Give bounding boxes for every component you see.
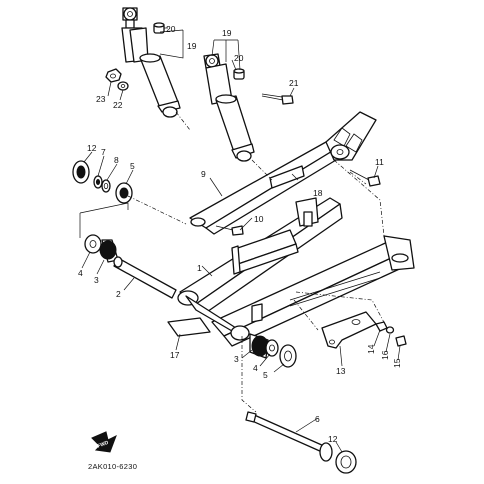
bolt-10 [215, 225, 244, 236]
group-bracket [79, 202, 129, 238]
thrust-cover-12-bottom [335, 450, 357, 474]
washer-16 [385, 326, 395, 334]
label-11: 11 [375, 157, 384, 167]
chain-case [189, 111, 377, 235]
label-4-left: 4 [78, 268, 83, 278]
assembly-line [127, 195, 187, 225]
rear-arm [177, 197, 415, 347]
label-7: 7 [101, 147, 106, 157]
bolt-15 [395, 335, 407, 347]
assembly-line [295, 291, 387, 327]
callout-labels: 20 19 19 20 21 23 22 12 7 8 5 9 11 18 10… [78, 24, 402, 444]
collar-4-right [265, 339, 279, 357]
label-10: 10 [254, 214, 264, 224]
leader-lines [81, 27, 401, 453]
nut-23 [105, 68, 122, 83]
forward-arrow-icon: FWD [91, 431, 117, 453]
label-16: 16 [380, 350, 390, 360]
collar-20-right [233, 68, 245, 80]
pivot-shaft-2 [113, 256, 177, 299]
collar-4-left [84, 234, 102, 254]
label-6: 6 [315, 414, 320, 424]
bushing-3-left [99, 239, 119, 263]
label-21: 21 [289, 78, 299, 88]
thrust-bearing-5-bottom [279, 344, 297, 368]
label-2: 2 [116, 289, 121, 299]
label-12-top: 12 [87, 143, 97, 153]
label-1: 1 [197, 263, 202, 273]
assembly-line [175, 111, 191, 131]
nut-14 [375, 321, 388, 332]
label-3-right: 3 [234, 354, 239, 364]
fwd-label: FWD [97, 440, 110, 450]
bolt-21 [261, 93, 294, 105]
label-15: 15 [392, 358, 402, 368]
collar-20-left [153, 22, 165, 34]
chain-puller-13 [321, 311, 377, 349]
label-3-left: 3 [94, 275, 99, 285]
washer-22 [117, 81, 129, 91]
label-19-left: 19 [187, 41, 197, 51]
label-23: 23 [96, 94, 106, 104]
label-18: 18 [313, 188, 323, 198]
label-5-bottom: 5 [263, 370, 268, 380]
label-20-right: 20 [234, 53, 244, 63]
part-code: 2AK010-6230 [88, 462, 137, 471]
thrust-cover-12 [72, 160, 90, 184]
label-8: 8 [114, 155, 119, 165]
assembly-line [251, 159, 273, 181]
plate-17 [167, 317, 211, 337]
label-13: 13 [336, 366, 346, 376]
washer-8 [101, 179, 111, 193]
label-19-right: 19 [222, 28, 232, 38]
thrust-bearing-5-top [115, 182, 133, 204]
shock-absorber-right [203, 53, 255, 162]
shock-absorber-left [121, 7, 181, 118]
assembly-line [333, 159, 385, 237]
label-14: 14 [366, 344, 376, 354]
label-22: 22 [113, 100, 123, 110]
pivot-bolt-6 [245, 411, 333, 462]
label-17: 17 [170, 350, 180, 360]
bushing-3-right [249, 333, 269, 359]
label-9: 9 [201, 169, 206, 179]
oil-seal-7 [93, 175, 103, 189]
assembly-line [349, 171, 367, 185]
label-20-left: 20 [166, 24, 176, 34]
label-5-top: 5 [130, 161, 135, 171]
assembly-line [293, 299, 319, 331]
label-12-bottom: 12 [328, 434, 338, 444]
assembly-line [241, 336, 257, 413]
label-4-right: 4 [253, 363, 258, 373]
